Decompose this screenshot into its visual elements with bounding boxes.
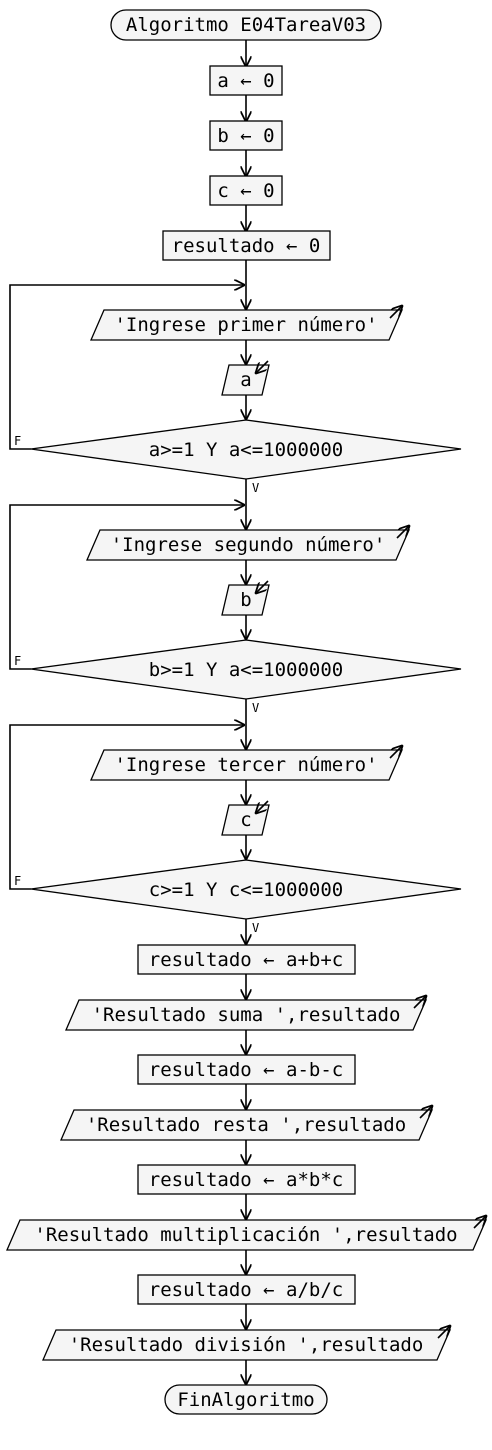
div-output: 'Resultado división ',resultado (42, 1326, 450, 1361)
div-output-label: 'Resultado división ',resultado (69, 1334, 424, 1356)
loop3-condition-label: c>=1 Y c<=1000000 (149, 879, 343, 901)
loop2-false-label: F (14, 654, 21, 668)
assign-c-process: c ← 0 (209, 175, 283, 206)
loop3-prompt-output: 'Ingrese tercer número' (90, 746, 402, 781)
loop3-read-label: c (240, 809, 251, 831)
loop3-condition-decision: c>=1 Y c<=1000000 F V (14, 859, 462, 935)
sum-assign-label: resultado ← a+b+c (149, 949, 343, 971)
loop2-condition-decision: b>=1 Y a<=1000000 F V (14, 639, 462, 715)
loop3-read-input: c (221, 800, 270, 836)
loop2-prompt-label: 'Ingrese segundo número' (111, 534, 386, 556)
div-assign-label: resultado ← a/b/c (149, 1279, 343, 1301)
loop2-prompt-output: 'Ingrese segundo número' (86, 526, 409, 561)
loop1-prompt-label: 'Ingrese primer número' (114, 314, 377, 336)
assign-b-label: b ← 0 (217, 125, 274, 147)
start-label: Algoritmo E04TareaV03 (126, 14, 366, 36)
loop1-condition-label: a>=1 Y a<=1000000 (149, 439, 343, 461)
sub-output: 'Resultado resta ',resultado (60, 1106, 432, 1141)
sum-assign-process: resultado ← a+b+c (137, 944, 356, 975)
loop1-condition-decision: a>=1 Y a<=1000000 F V (14, 419, 462, 495)
sub-assign-process: resultado ← a-b-c (137, 1054, 356, 1085)
loop1-prompt-output: 'Ingrese primer número' (90, 306, 402, 341)
sub-assign-label: resultado ← a-b-c (149, 1059, 343, 1081)
div-assign-process: resultado ← a/b/c (137, 1274, 356, 1305)
end-terminal: FinAlgoritmo (164, 1384, 328, 1415)
assign-resultado-label: resultado ← 0 (172, 235, 321, 257)
loop2-true-label: V (252, 701, 259, 715)
assign-a-process: a ← 0 (209, 65, 283, 96)
assign-a-label: a ← 0 (217, 70, 274, 92)
loop1-read-input: a (221, 360, 270, 396)
sub-output-label: 'Resultado resta ',resultado (86, 1114, 406, 1136)
loop1-read-label: a (240, 369, 251, 391)
assign-resultado-process: resultado ← 0 (162, 230, 331, 261)
loop2-read-label: b (240, 589, 251, 611)
mul-assign-label: resultado ← a*b*c (149, 1169, 343, 1191)
loop2-read-input: b (221, 580, 270, 616)
sum-output-label: 'Resultado suma ',resultado (92, 1004, 401, 1026)
loop3-prompt-label: 'Ingrese tercer número' (114, 754, 377, 776)
loop1-false-label: F (14, 434, 21, 448)
assign-b-process: b ← 0 (209, 120, 283, 151)
loop3-false-label: F (14, 874, 21, 888)
mul-assign-process: resultado ← a*b*c (137, 1164, 356, 1195)
assign-c-label: c ← 0 (217, 180, 274, 202)
loop1-true-label: V (252, 481, 259, 495)
start-terminal: Algoritmo E04TareaV03 (110, 9, 382, 41)
sum-output: 'Resultado suma ',resultado (65, 996, 426, 1031)
loop3-true-label: V (252, 921, 259, 935)
mul-output-label: 'Resultado multiplicación ',resultado (34, 1224, 457, 1246)
connectors (9, 40, 246, 1384)
loop2-condition-label: b>=1 Y a<=1000000 (149, 659, 343, 681)
end-label: FinAlgoritmo (177, 1389, 314, 1411)
mul-output: 'Resultado multiplicación ',resultado (6, 1216, 486, 1251)
